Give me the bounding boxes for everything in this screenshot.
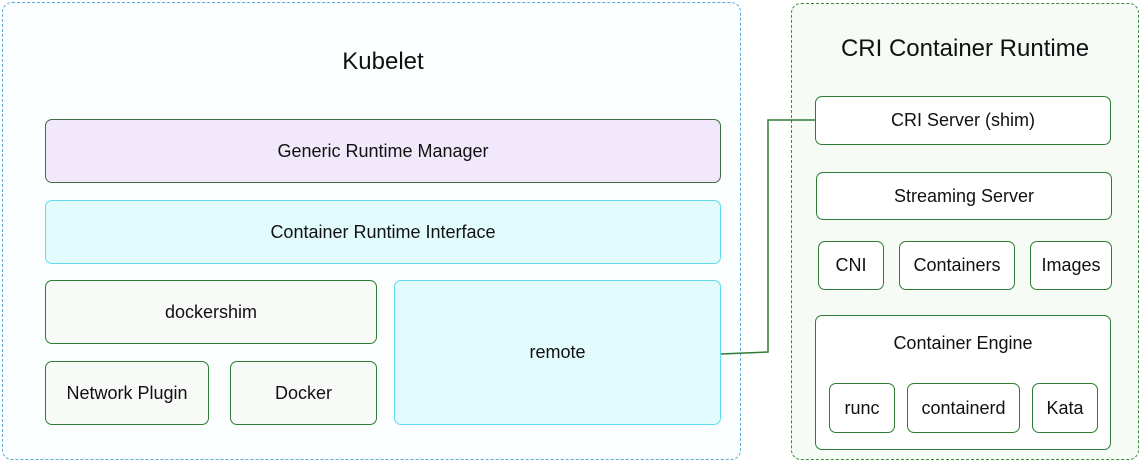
kubelet-title: Kubelet: [342, 48, 424, 75]
dockershim-box: dockershim: [45, 280, 377, 344]
containerd-box: containerd: [907, 383, 1020, 433]
cni-box: CNI: [818, 241, 884, 290]
kata-box: Kata: [1032, 383, 1098, 433]
network-plugin-box: Network Plugin: [45, 361, 209, 425]
generic-runtime-manager-box: Generic Runtime Manager: [45, 119, 721, 183]
streaming-server-box: Streaming Server: [816, 172, 1112, 220]
docker-box: Docker: [230, 361, 377, 425]
container-runtime-interface-box: Container Runtime Interface: [45, 200, 721, 264]
images-box: Images: [1030, 241, 1112, 290]
runc-box: runc: [829, 383, 895, 433]
containers-box: Containers: [899, 241, 1015, 290]
container-engine-title: Container Engine: [893, 333, 1033, 353]
cri-container-runtime-title: CRI Container Runtime: [840, 35, 1090, 62]
remote-box: remote: [394, 280, 721, 425]
cri-server-box: CRI Server (shim): [815, 96, 1111, 145]
